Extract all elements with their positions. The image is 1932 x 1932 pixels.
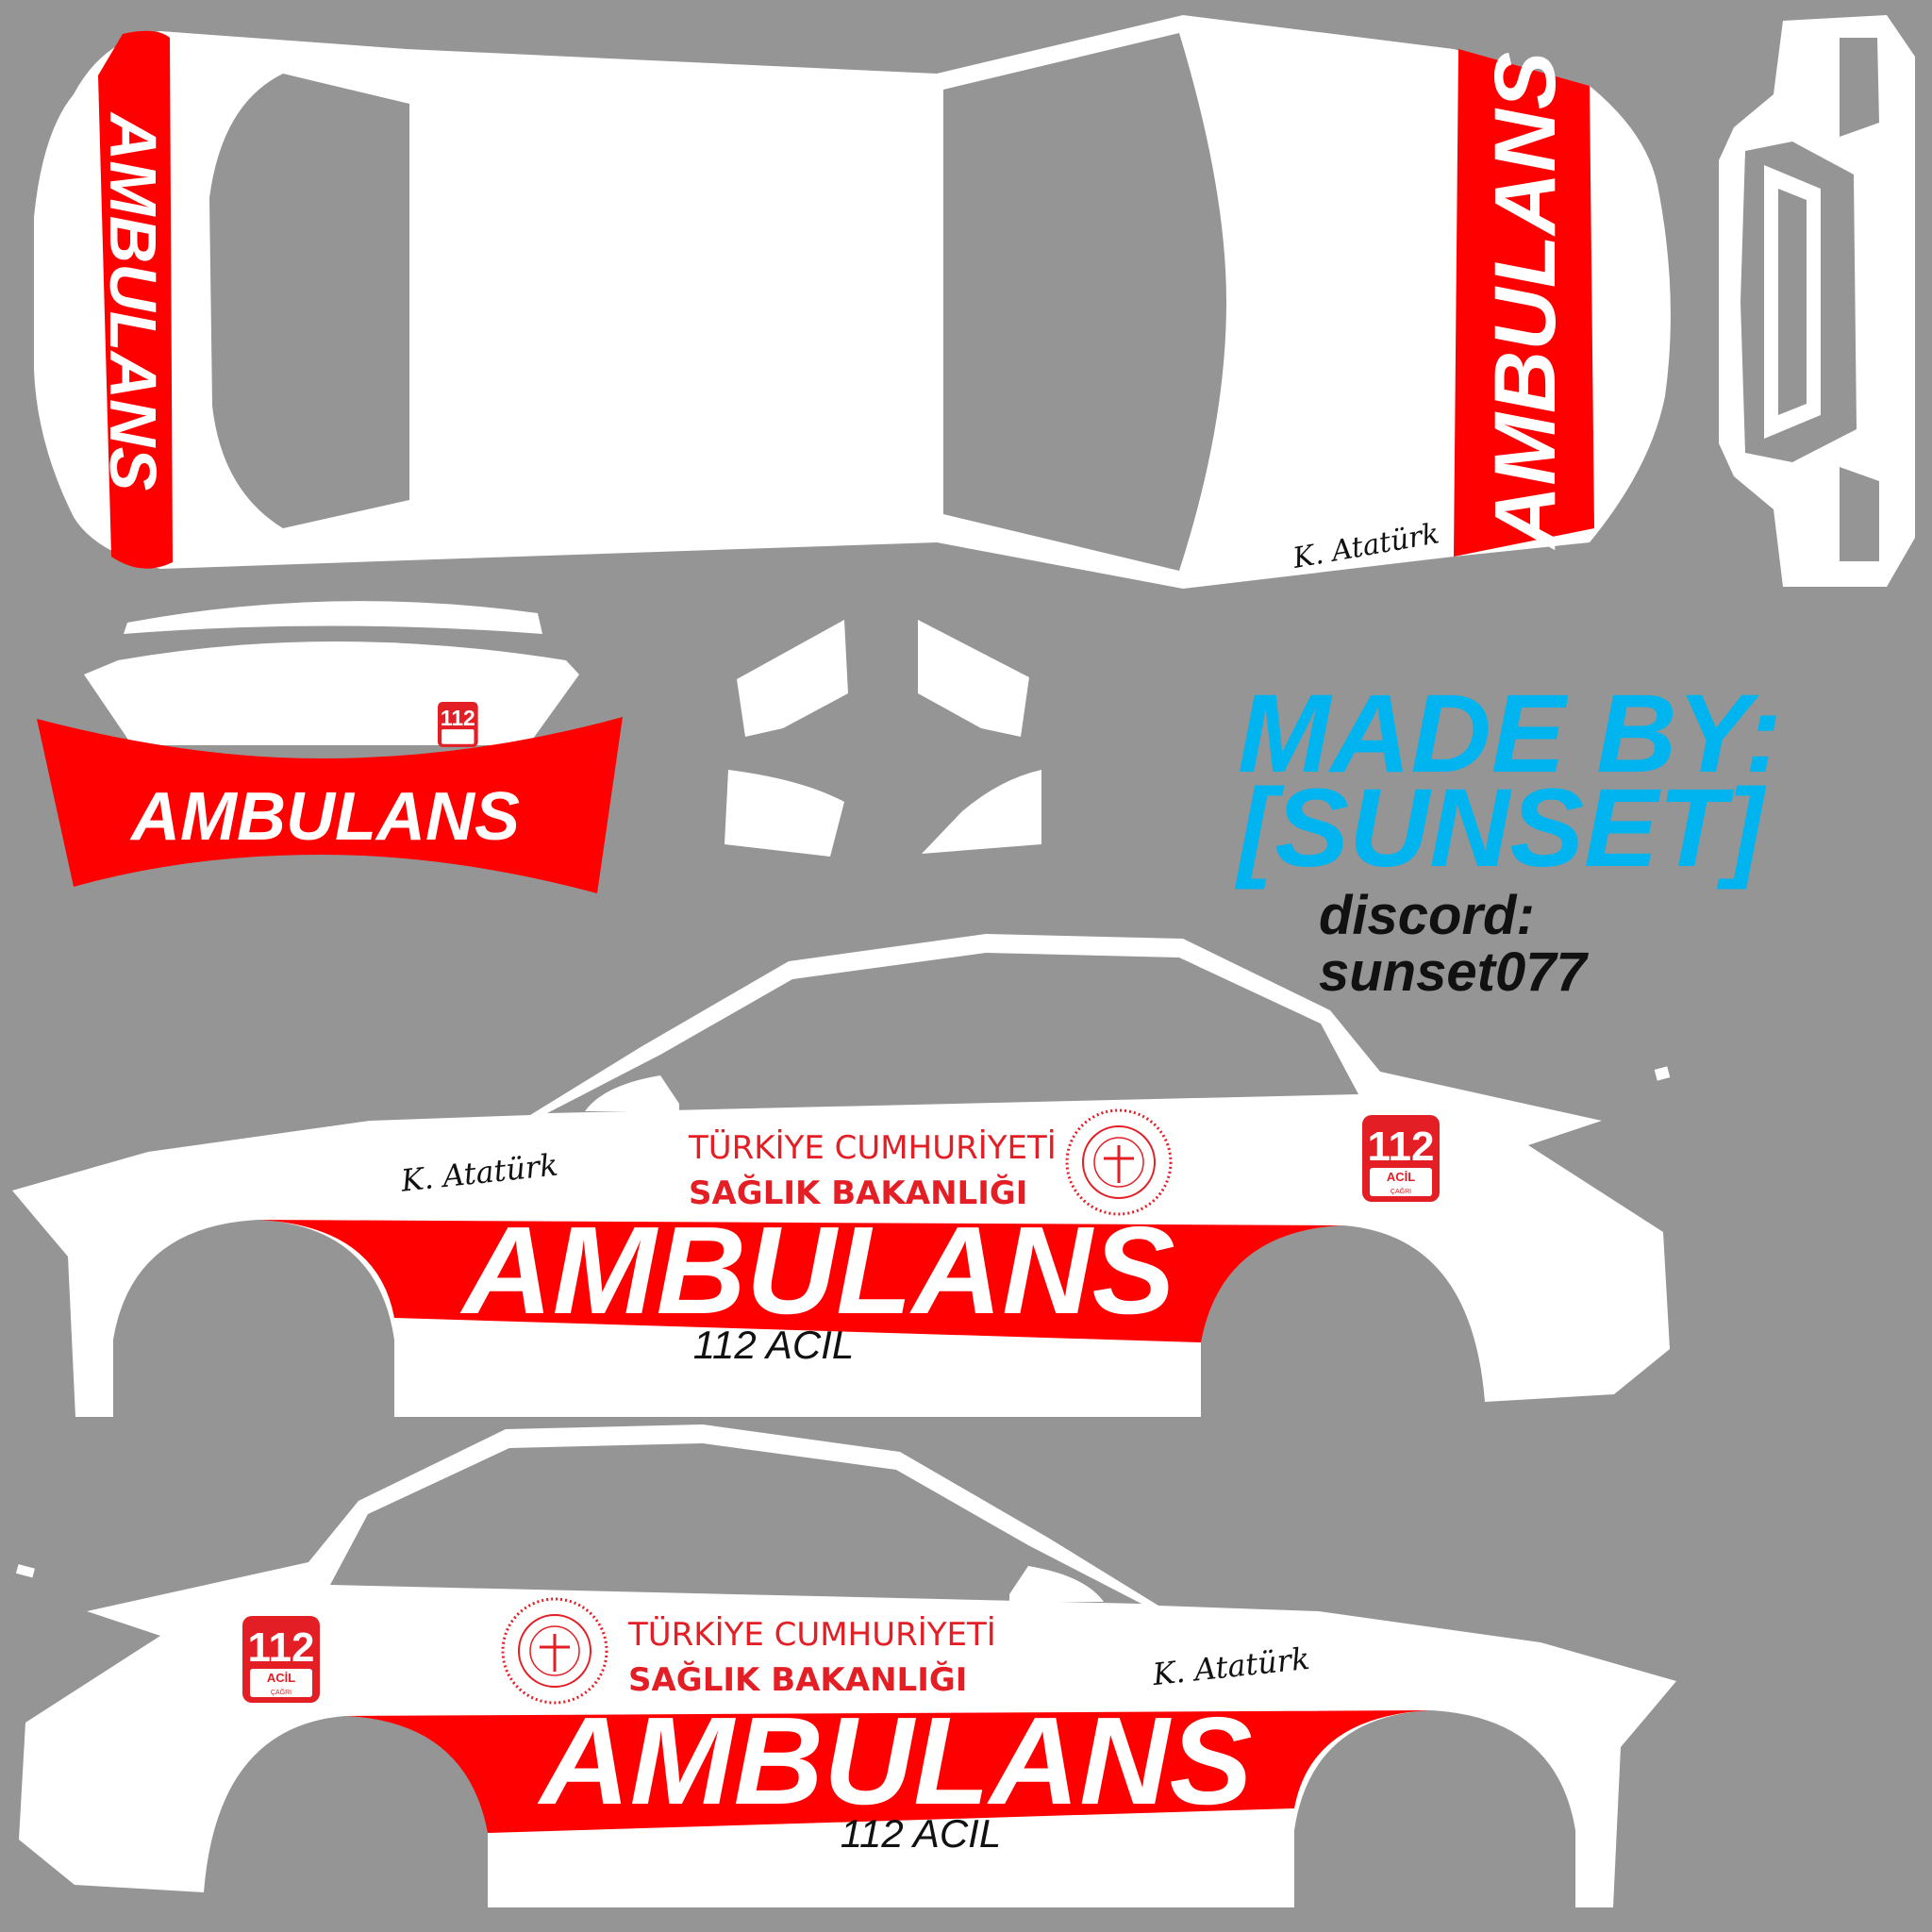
svg-text:ÇAĞRI: ÇAĞRI (1391, 1187, 1411, 1195)
side2-ministry-line2: SAĞLIK BAKANLIĞI (628, 1660, 967, 1699)
ministry-seal (1065, 1108, 1173, 1216)
ministry-seal (501, 1597, 608, 1705)
front-red-band (1454, 49, 1594, 557)
svg-text:ACİL: ACİL (1387, 1170, 1415, 1184)
bumper-piece (1719, 15, 1915, 587)
credits: MADE BY: [SUNSET] discord: sunset077 (1234, 672, 1782, 1003)
side2-112-acil: 112 ACIL (841, 1811, 1001, 1856)
hood-red-band (37, 717, 623, 893)
svg-text:112: 112 (1368, 1124, 1435, 1170)
svg-text:112: 112 (248, 1624, 315, 1671)
made-by: MADE BY: (1238, 672, 1782, 796)
discord-label: discord: (1319, 885, 1535, 946)
svg-text:112: 112 (441, 706, 475, 730)
discord-user: sunset077 (1319, 941, 1589, 1003)
svg-text:ÇAĞRI: ÇAĞRI (271, 1688, 291, 1696)
side2-ministry-line1: TÜRKİYE CUMHURİYETİ (627, 1615, 996, 1654)
top-front-ambulans: AMBULANS (1477, 52, 1574, 550)
badge-112: 112 ACİL ÇAĞRI (242, 1616, 320, 1703)
front-window-cutout (943, 33, 1226, 571)
side1-ambulans: AMBULANS (459, 1201, 1174, 1340)
rear-window-cutout (209, 74, 409, 528)
badge-112: 112 (438, 702, 478, 747)
side1-112-acil: 112 ACIL (693, 1323, 854, 1367)
rear-red-band (98, 30, 173, 569)
top-rear-ambulans: AMBULANS (96, 111, 170, 491)
side-view-left: AMBULANS 112 ACIL TÜRKİYE CUMHURİYETİ SA… (15, 1424, 1676, 1907)
badge-112: 112 ACİL ÇAĞRI (1362, 1115, 1440, 1202)
side2-ambulans: AMBULANS (537, 1691, 1252, 1830)
side1-ministry-line1: TÜRKİYE CUMHURİYETİ (688, 1128, 1057, 1167)
svg-text:ACİL: ACİL (267, 1671, 295, 1685)
window-pieces (724, 620, 1041, 857)
hood-ambulans: AMBULANS (129, 779, 520, 855)
side1-ministry-line2: SAĞLIK BAKANLIĞI (689, 1174, 1027, 1212)
side-view-right: AMBULANS 112 ACIL TÜRKİYE CUMHURİYETİ SA… (12, 934, 1671, 1417)
roof-top-view: AMBULANS AMBULANS K. Atatürk (34, 15, 1671, 589)
hood-piece: AMBULANS 112 (37, 601, 623, 893)
red-band (258, 1220, 1343, 1342)
made-by-name: [SUNSET] (1234, 766, 1767, 891)
window-cutout (547, 953, 1358, 1113)
